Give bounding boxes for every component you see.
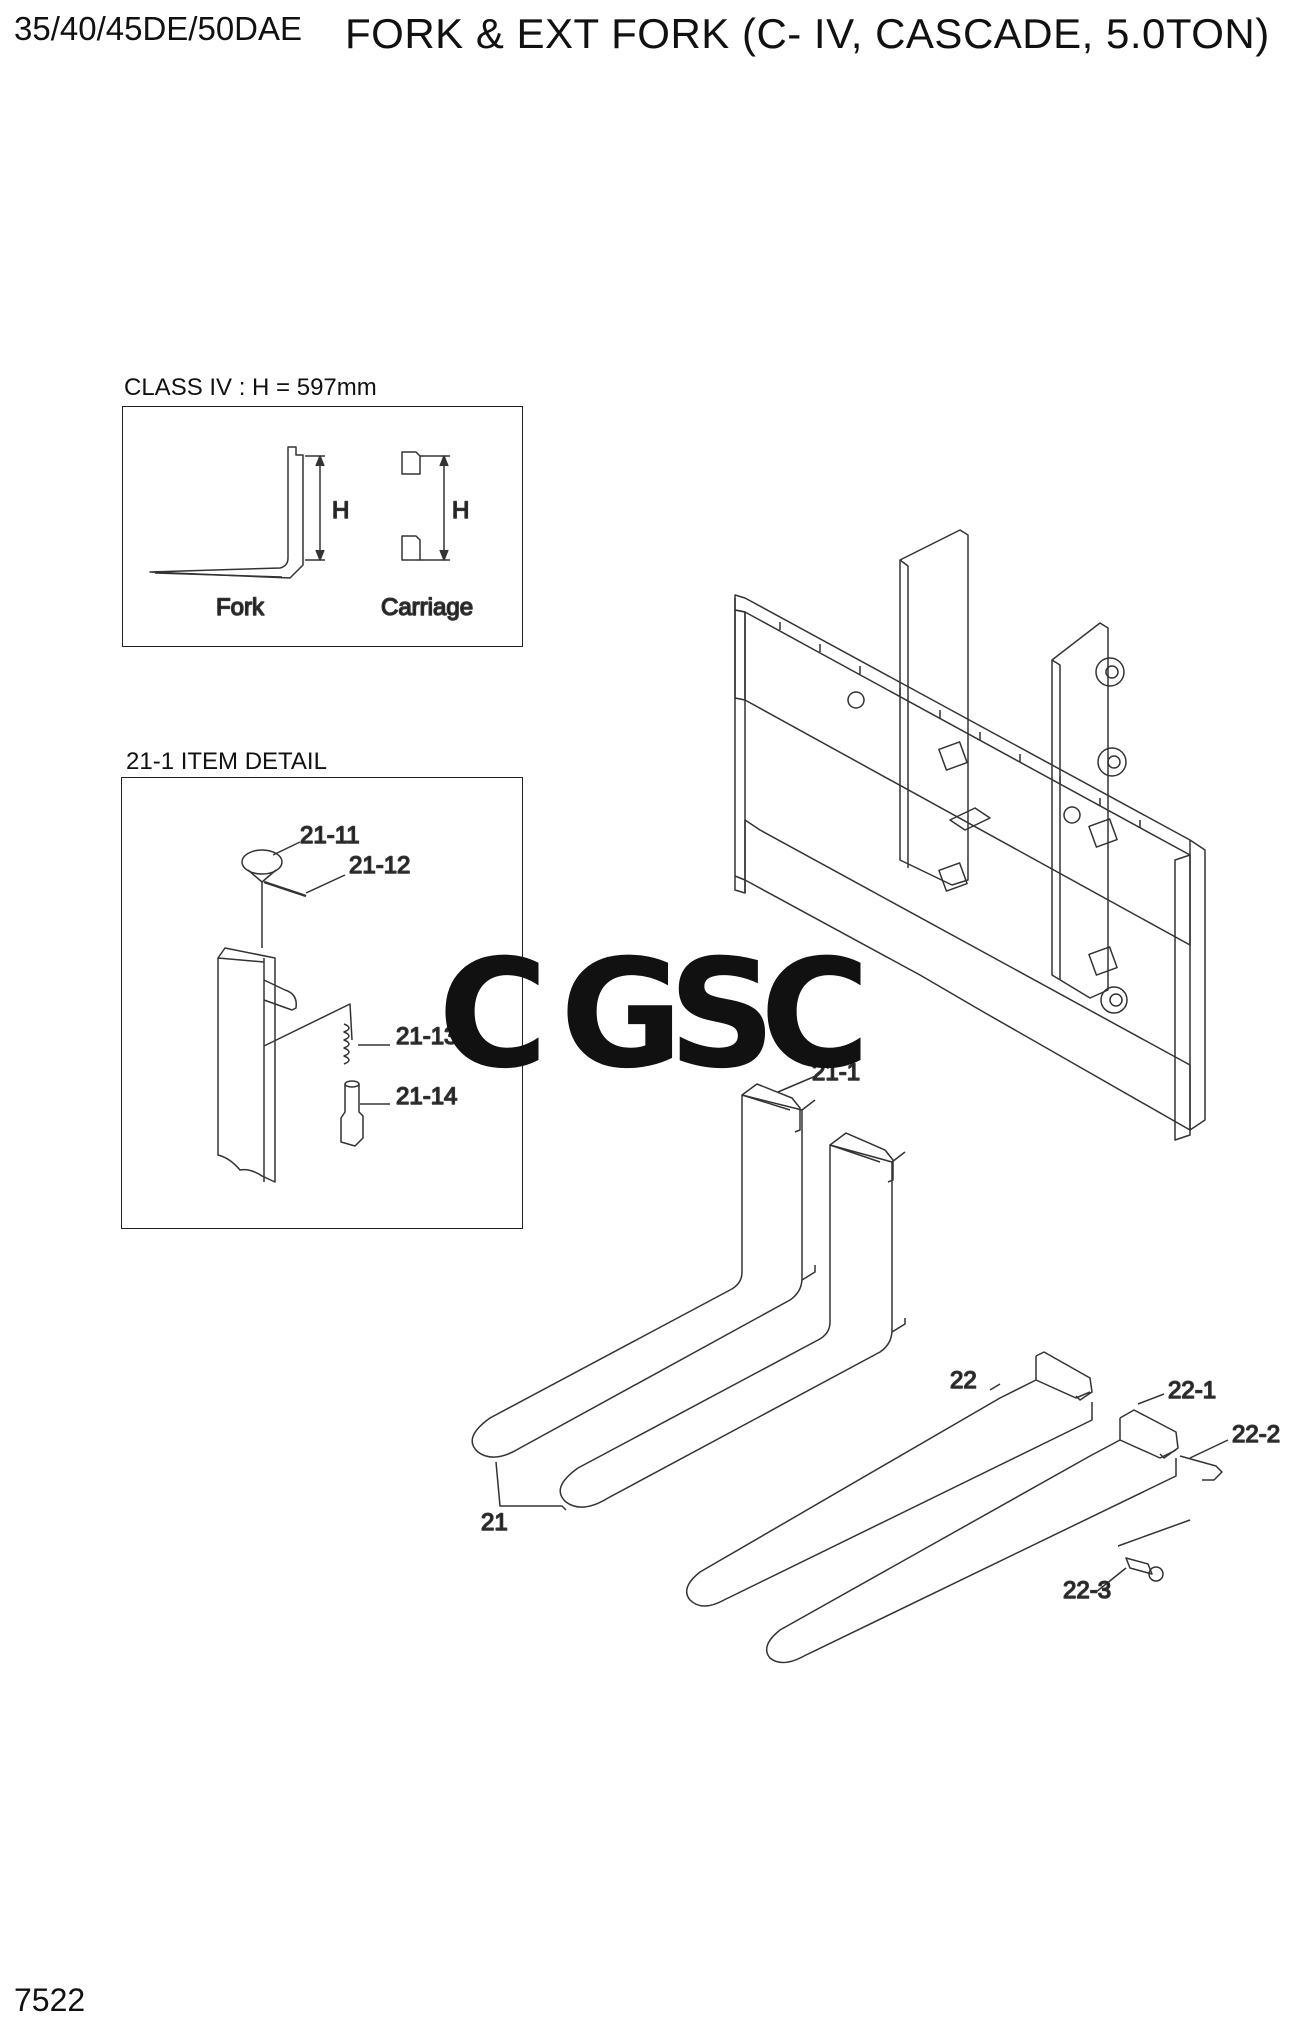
callout-22-2: 22-2 <box>1232 1421 1280 1448</box>
fork-right <box>559 1132 906 1508</box>
fork-left <box>471 1083 816 1458</box>
fork-label: Fork <box>216 594 265 621</box>
callout-21-12: 21-12 <box>349 852 410 879</box>
carriage-frame <box>734 529 1206 1141</box>
detail-caption: 21-1 ITEM DETAIL <box>126 748 327 775</box>
class-caption: CLASS IV : H = 597mm <box>124 374 377 401</box>
fork-h-label: H <box>332 497 349 524</box>
fork-profile <box>149 446 304 579</box>
fork-callout-lines <box>495 1074 819 1511</box>
watermark-letter-c2: C <box>760 928 870 1102</box>
item-detail-box <box>121 777 523 1229</box>
ext-fork-bolt <box>1117 1519 1191 1582</box>
callout-22: 22 <box>950 1367 977 1394</box>
carriage-label: Carriage <box>381 594 473 621</box>
page-title: FORK & EXT FORK (C- IV, CASCADE, 5.0TON) <box>345 10 1270 57</box>
detail-fork-shank <box>217 947 353 1183</box>
fork-dimension <box>305 455 325 561</box>
callout-21-14: 21-14 <box>396 1083 457 1110</box>
watermark-letter-c1: C <box>438 928 548 1102</box>
detail-spring <box>343 1023 390 1065</box>
model-number: 35/40/45DE/50DAE <box>14 10 303 47</box>
detail-knob <box>241 841 346 948</box>
callout-21: 21 <box>481 1509 508 1536</box>
callout-21-1: 21-1 <box>812 1059 860 1086</box>
ext-callout-lines <box>989 1383 1229 1593</box>
callout-22-3: 22-3 <box>1063 1577 1111 1604</box>
class-diagram-box <box>122 406 523 647</box>
callout-21-11: 21-11 <box>300 822 360 849</box>
watermark-letter-g: G <box>560 928 683 1102</box>
callout-22-1: 22-1 <box>1168 1377 1216 1404</box>
carriage-h-label: H <box>452 497 469 524</box>
watermark-letter-s: S <box>668 928 776 1102</box>
ext-fork-right <box>765 1409 1223 1664</box>
carriage-profile <box>401 451 450 561</box>
ext-fork-left <box>685 1351 1093 1607</box>
callout-21-13: 21-13 <box>396 1023 457 1050</box>
detail-pin <box>340 1080 390 1147</box>
page-number: 7522 <box>14 1982 86 2018</box>
cgsc-watermark: C G S C <box>438 928 870 1102</box>
